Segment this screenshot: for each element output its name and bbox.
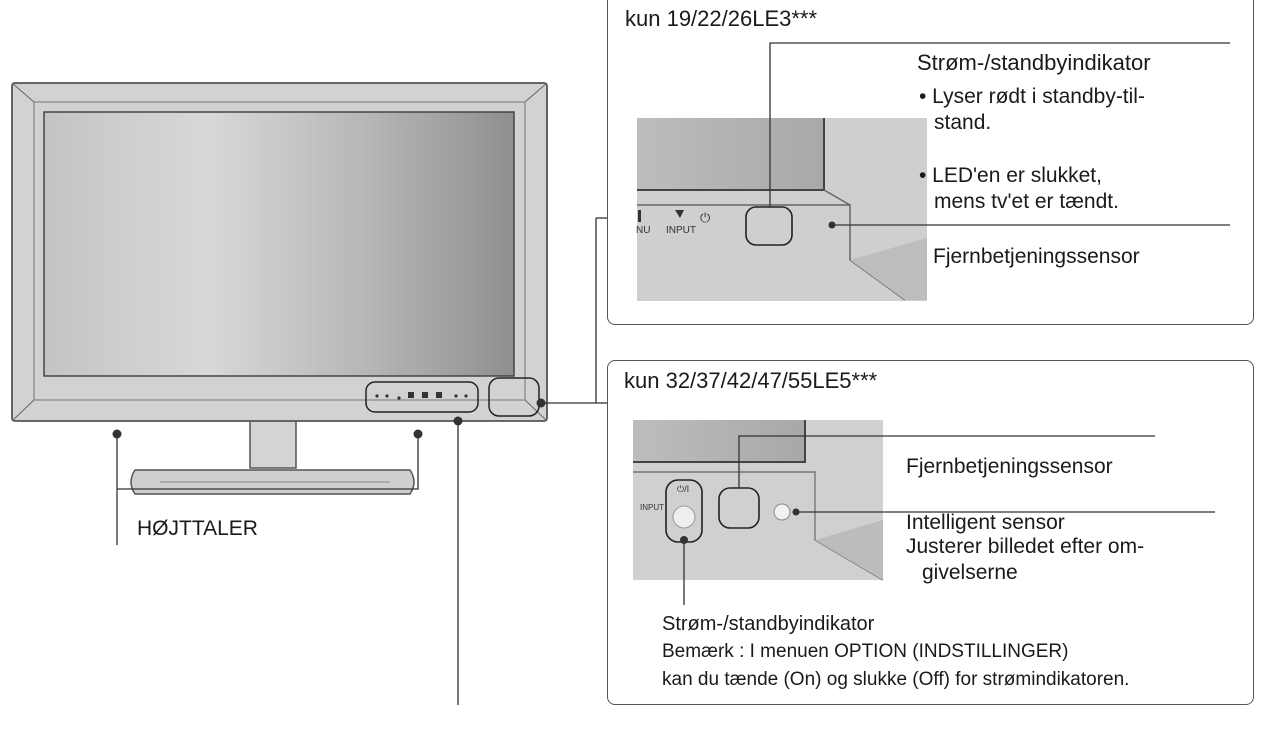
panel-top-title: kun 19/22/26LE3*** [625, 6, 818, 31]
panel-top-bullet-1-line-1: • Lyser rødt i standby-til- [919, 85, 1145, 108]
tv-illustration [11, 82, 548, 495]
top-button-label-menu: NU [636, 225, 651, 236]
speaker-label: HØJTTALER [137, 517, 258, 540]
panel-top-outline [607, 0, 1254, 325]
panel-bottom-note-line-2: kan du tænde (On) og slukke (Off) for st… [662, 669, 1130, 690]
intelligent-sensor-dot [773, 503, 791, 521]
top-detail-image: ⏻ [637, 118, 927, 301]
tv-stand-neck [249, 417, 297, 469]
panel-bottom-power-indicator-label: Strøm-/standbyindikator [662, 613, 875, 635]
tv-button-strip [365, 381, 479, 413]
svg-text:⏻: ⏻ [700, 210, 710, 225]
bottom-button-label-power: ⏻/I [677, 484, 690, 494]
bottom-detail-image [633, 420, 884, 581]
leader-lines [116, 217, 607, 705]
panel-bottom-title: kun 32/37/42/47/55LE5*** [624, 368, 878, 393]
panel-top-remote-sensor-label: Fjernbetjeningssensor [933, 245, 1140, 268]
panel-top-power-indicator-label: Strøm-/standbyindikator [917, 50, 1151, 75]
panel-top-bullet-1-line-2: stand. [934, 111, 992, 134]
panel-top-bullet-2-line-2: mens tv'et er tændt. [934, 190, 1119, 213]
panel-bottom-remote-sensor-label: Fjernbetjeningssensor [906, 455, 1113, 478]
panel-bottom-note-line-1: Bemærk : I menuen OPTION (INDSTILLINGER) [662, 641, 1069, 662]
bottom-button-label-input: INPUT [640, 503, 664, 512]
panel-bottom-intelligent-sensor-label: Intelligent sensor [906, 511, 1065, 534]
tv-screen [43, 111, 515, 377]
panel-bottom-adjust-line-2: givelserne [922, 561, 1018, 584]
top-button-label-input: INPUT [666, 225, 696, 236]
top-power-button-outline [745, 206, 793, 246]
panel-bottom-adjust-line-1: Justerer billedet efter om- [906, 535, 1145, 558]
tv-sensor-highlight [488, 377, 540, 417]
panel-bottom-outline [607, 360, 1254, 705]
panel-top-bullet-2-line-1: • LED'en er slukket, [919, 164, 1102, 187]
